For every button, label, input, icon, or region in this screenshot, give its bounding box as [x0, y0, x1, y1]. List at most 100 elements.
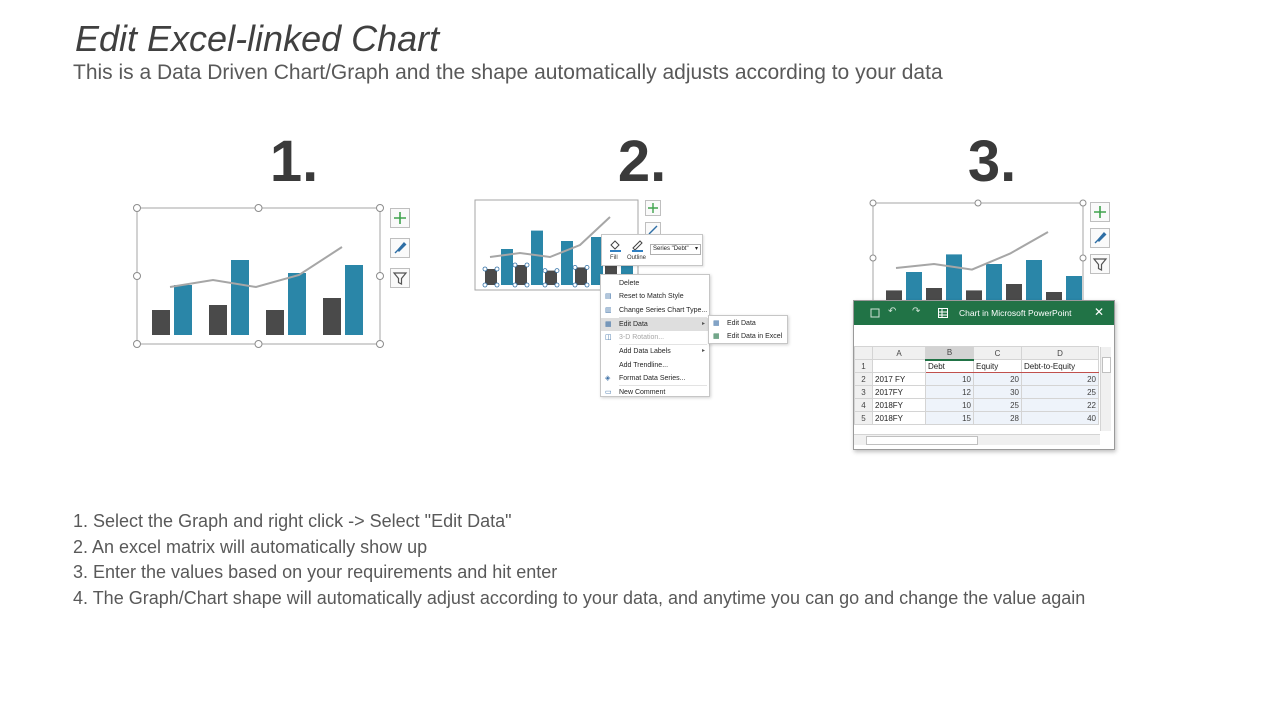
cell[interactable]: 2018FY — [872, 398, 926, 412]
chart-elements-button-3[interactable] — [1090, 202, 1110, 222]
bar-series-2-5[interactable] — [1066, 276, 1082, 300]
horizontal-scrollbar[interactable] — [854, 434, 1100, 445]
chart-elements-button-2[interactable] — [645, 200, 661, 216]
menu-item-3[interactable]: ▥Change Series Chart Type... — [601, 304, 709, 317]
cell[interactable]: Equity — [973, 359, 1022, 373]
cell[interactable]: 2018FY — [872, 411, 926, 425]
column-header-c[interactable]: C — [973, 346, 1022, 360]
resize-handle[interactable] — [254, 204, 263, 212]
resize-handle[interactable] — [133, 340, 141, 348]
cell[interactable]: 20 — [1021, 372, 1099, 386]
resize-handle[interactable] — [254, 340, 263, 348]
bar-series-2-1[interactable] — [906, 272, 922, 300]
cell[interactable]: 25 — [973, 398, 1022, 412]
fill-bucket-icon[interactable] — [608, 238, 622, 252]
undo-icon[interactable]: ↶ — [888, 306, 897, 317]
save-icon[interactable] — [870, 308, 880, 318]
cell[interactable]: 2017 FY — [872, 372, 926, 386]
resize-handle[interactable] — [133, 204, 141, 212]
menu-item-5[interactable]: ◫3-D Rotation... — [601, 331, 709, 344]
chart-styles-button-3[interactable] — [1090, 228, 1110, 248]
bar-series-2-1[interactable] — [501, 249, 513, 285]
trend-line[interactable] — [169, 246, 343, 289]
bar-series-2-4[interactable] — [345, 265, 363, 335]
resize-handle[interactable] — [869, 199, 877, 207]
bar-series-2-3[interactable] — [288, 273, 306, 335]
resize-handle[interactable] — [1079, 199, 1087, 207]
cell[interactable]: 10 — [925, 398, 974, 412]
bar-series-1-3[interactable] — [266, 310, 284, 335]
bar-series-2-3[interactable] — [986, 264, 1002, 300]
resize-handle[interactable] — [376, 272, 384, 280]
bar-series-1-4[interactable] — [575, 267, 587, 285]
bar-series-1-4[interactable] — [1006, 284, 1022, 300]
redo-icon[interactable]: ↷ — [912, 306, 921, 317]
cell[interactable]: 25 — [1021, 385, 1099, 399]
cell[interactable]: 10 — [925, 372, 974, 386]
cell[interactable]: 30 — [973, 385, 1022, 399]
resize-handle[interactable] — [133, 272, 141, 280]
bar-series-1-1[interactable] — [886, 290, 902, 300]
resize-handle[interactable] — [376, 204, 384, 212]
bar-series-2-2[interactable] — [946, 254, 962, 300]
row-header[interactable]: 2 — [854, 372, 873, 386]
corner-cell[interactable] — [854, 346, 873, 360]
cell[interactable]: 12 — [925, 385, 974, 399]
resize-handle[interactable] — [869, 254, 877, 262]
outline-pen-icon[interactable] — [630, 238, 644, 252]
menu-item-2[interactable]: ▤Reset to Match Style — [601, 290, 709, 303]
cell[interactable]: Debt-to-Equity — [1021, 359, 1099, 373]
trend-line[interactable] — [895, 231, 1049, 271]
bar-series-1-3[interactable] — [545, 270, 557, 285]
bar-series-1-4[interactable] — [323, 298, 341, 335]
submenu-item-1[interactable]: ▦Edit Data — [709, 317, 787, 330]
bar-series-2-4[interactable] — [591, 237, 603, 285]
bar-series-1-3[interactable] — [966, 290, 982, 300]
cell[interactable]: 40 — [1021, 411, 1099, 425]
bar-series-2-4[interactable] — [1026, 260, 1042, 300]
bar-series-1-5[interactable] — [1046, 292, 1062, 300]
chart-styles-button-2[interactable] — [645, 222, 661, 235]
column-header-a[interactable]: A — [872, 346, 926, 360]
chart-elements-button[interactable] — [390, 208, 410, 228]
resize-handle[interactable] — [376, 340, 384, 348]
menu-item-1[interactable]: Delete — [601, 277, 709, 290]
menu-item-4[interactable]: ▦Edit Data▸ — [601, 317, 709, 332]
bar-series-1-2[interactable] — [515, 265, 527, 285]
bar-series-1-2[interactable] — [926, 288, 942, 300]
chart-filters-button[interactable] — [390, 268, 410, 288]
close-icon[interactable]: ✕ — [1093, 305, 1104, 319]
menu-item-9[interactable]: ▭New Comment — [601, 386, 709, 399]
cell[interactable]: 2017FY — [872, 385, 926, 399]
trend-line[interactable] — [489, 216, 611, 259]
cell[interactable]: 15 — [925, 411, 974, 425]
bar-series-2-2[interactable] — [531, 230, 543, 285]
menu-item-7[interactable]: Add Trendline... — [601, 359, 709, 372]
cell[interactable]: Debt — [925, 359, 974, 373]
series-select[interactable]: Series "Debt" ▾ — [650, 244, 701, 255]
row-header[interactable]: 3 — [854, 385, 873, 399]
cell[interactable]: 22 — [1021, 398, 1099, 412]
row-header[interactable]: 4 — [854, 398, 873, 412]
chart-filters-button-3[interactable] — [1090, 254, 1110, 274]
cell[interactable]: 20 — [973, 372, 1022, 386]
chart-step-1[interactable] — [130, 200, 390, 350]
bar-series-1-1[interactable] — [485, 269, 497, 285]
horizontal-scrollbar-thumb[interactable] — [866, 436, 978, 445]
vertical-scrollbar[interactable] — [1100, 347, 1111, 431]
resize-handle[interactable] — [974, 199, 982, 207]
resize-handle[interactable] — [1079, 254, 1087, 262]
bar-series-1-1[interactable] — [152, 310, 170, 335]
column-header-b[interactable]: B — [925, 346, 974, 361]
row-header[interactable]: 5 — [854, 411, 873, 425]
bar-series-2-2[interactable] — [231, 260, 249, 335]
cell[interactable] — [872, 359, 926, 373]
chart-styles-button[interactable] — [390, 238, 410, 258]
submenu-item-2[interactable]: ▦Edit Data in Excel — [709, 330, 787, 343]
table-icon[interactable] — [938, 308, 948, 318]
cell[interactable]: 28 — [973, 411, 1022, 425]
row-header[interactable]: 1 — [854, 359, 873, 373]
scrollbar-thumb[interactable] — [1102, 357, 1111, 373]
menu-item-6[interactable]: Add Data Labels▸ — [601, 345, 709, 358]
